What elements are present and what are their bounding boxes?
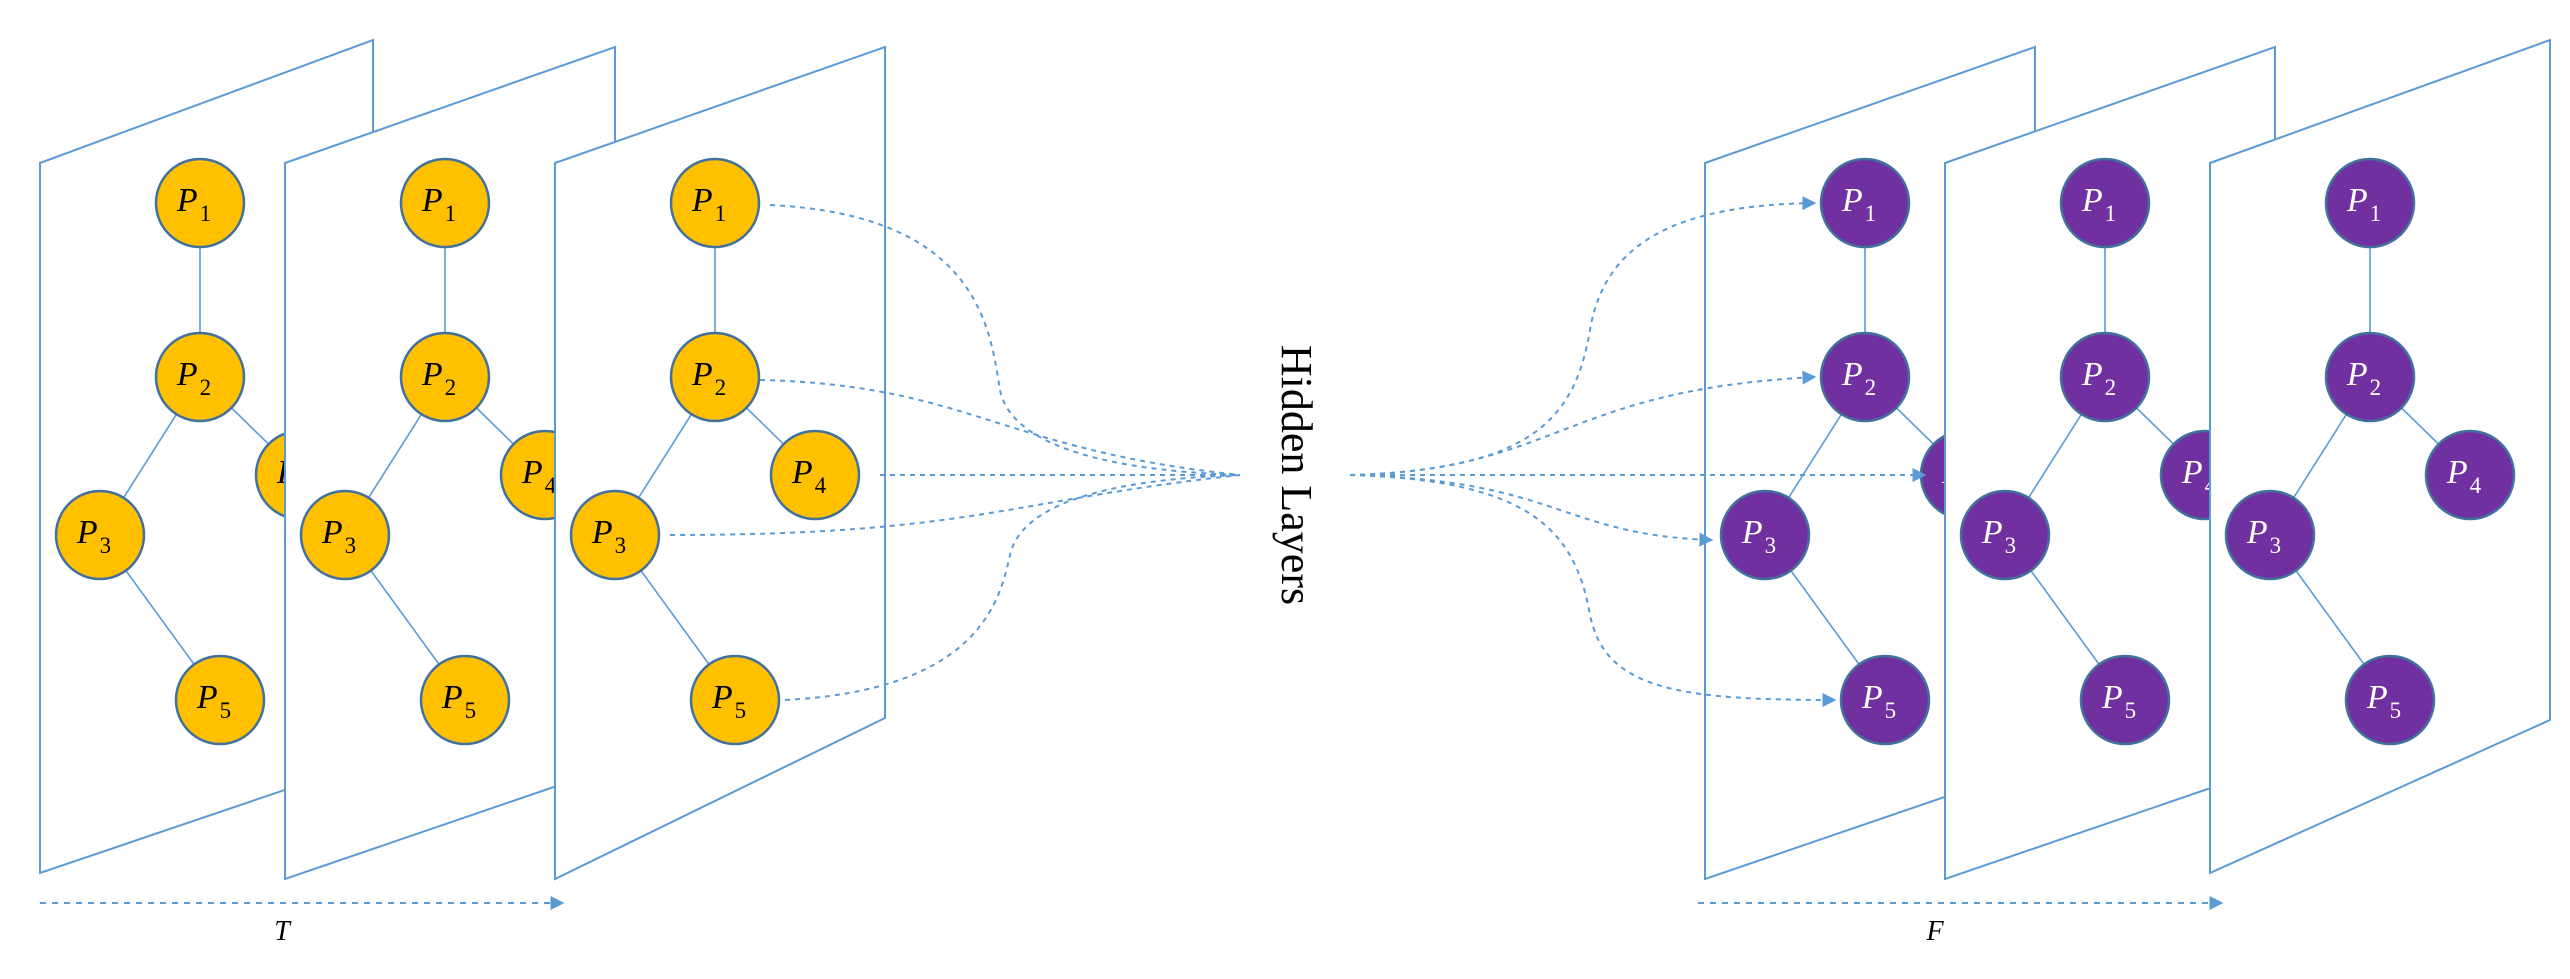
node-circle <box>399 331 491 423</box>
node-label: P5 <box>2366 679 2401 723</box>
graph-planes: P1P2P3P4P5P1P2P3P4P5P1P2P3P4P5P1P2P3P4P5… <box>39 38 2551 881</box>
node-p5: P5 <box>174 654 266 746</box>
input-axis-label: T <box>274 916 292 947</box>
node-circle <box>769 429 861 521</box>
node-label: P2 <box>1841 356 1876 400</box>
node-circle <box>1819 157 1911 249</box>
node-label: P1 <box>2346 182 2381 226</box>
node-label: P5 <box>441 679 476 723</box>
node-p2: P2 <box>399 331 491 423</box>
node-circle <box>2059 157 2151 249</box>
node-circle <box>2079 654 2171 746</box>
node-circle <box>2324 157 2416 249</box>
node-label: P2 <box>176 356 211 400</box>
flow-out-p3 <box>1349 474 1714 547</box>
flow-in-p5 <box>784 474 1241 701</box>
node-circle <box>2324 331 2416 423</box>
node-circle <box>299 489 391 581</box>
node-p5: P5 <box>2344 654 2436 746</box>
node-label: P1 <box>691 182 726 226</box>
node-p4: P4 <box>769 429 861 521</box>
node-circle <box>569 489 661 581</box>
node-p5: P5 <box>1839 654 1931 746</box>
node-circle <box>669 331 761 423</box>
node-label: P1 <box>1841 182 1876 226</box>
plane-frame <box>2209 38 2551 875</box>
node-label: P5 <box>2101 679 2136 723</box>
node-p5: P5 <box>2079 654 2171 746</box>
node-circle <box>419 654 511 746</box>
output-axis-label: F <box>1925 916 1944 947</box>
node-label: P3 <box>591 514 626 558</box>
flow-out-p2 <box>1349 370 1817 476</box>
node-p1: P1 <box>399 157 491 249</box>
node-circle <box>54 489 146 581</box>
node-label: P1 <box>176 182 211 226</box>
node-p1: P1 <box>2324 157 2416 249</box>
node-p5: P5 <box>689 654 781 746</box>
node-circle <box>2424 429 2516 521</box>
node-circle <box>669 157 761 249</box>
node-label: P2 <box>691 356 726 400</box>
flow-in-p3 <box>669 474 1241 536</box>
node-p1: P1 <box>154 157 246 249</box>
node-circle <box>399 157 491 249</box>
node-p3: P3 <box>1959 489 2051 581</box>
node-circle <box>1719 489 1811 581</box>
node-label: P4 <box>791 454 827 498</box>
node-label: P3 <box>321 514 356 558</box>
node-circle <box>154 331 246 423</box>
node-label: P4 <box>521 454 557 498</box>
node-p2: P2 <box>154 331 246 423</box>
plane-frame <box>554 45 886 881</box>
node-p1: P1 <box>1819 157 1911 249</box>
flow-in-p2 <box>759 379 1241 476</box>
node-circle <box>174 654 266 746</box>
flow-in-p1 <box>769 204 1241 476</box>
flow-connectors <box>669 196 1927 707</box>
node-label: P4 <box>2446 454 2482 498</box>
flow-out-p5 <box>1349 474 1837 707</box>
node-circle <box>2059 331 2151 423</box>
node-p1: P1 <box>2059 157 2151 249</box>
node-label: P3 <box>1741 514 1776 558</box>
node-label: P2 <box>2346 356 2381 400</box>
node-p2: P2 <box>1819 331 1911 423</box>
node-label: P5 <box>711 679 746 723</box>
node-label: P3 <box>2246 514 2281 558</box>
node-circle <box>2224 489 2316 581</box>
hidden-layers-label: Hidden Layers <box>1272 345 1321 605</box>
node-label: P5 <box>196 679 231 723</box>
node-p3: P3 <box>1719 489 1811 581</box>
node-p3: P3 <box>299 489 391 581</box>
node-circle <box>2344 654 2436 746</box>
node-p5: P5 <box>419 654 511 746</box>
node-p4: P4 <box>2424 429 2516 521</box>
node-p3: P3 <box>2224 489 2316 581</box>
node-p1: P1 <box>669 157 761 249</box>
node-label: P3 <box>76 514 111 558</box>
node-p2: P2 <box>2059 331 2151 423</box>
node-circle <box>1819 331 1911 423</box>
node-p3: P3 <box>569 489 661 581</box>
node-label: P3 <box>1981 514 2016 558</box>
node-circle <box>1959 489 2051 581</box>
node-label: P1 <box>2081 182 2116 226</box>
node-label: P1 <box>421 182 456 226</box>
node-circle <box>689 654 781 746</box>
node-p3: P3 <box>54 489 146 581</box>
node-label: P2 <box>2081 356 2116 400</box>
node-p2: P2 <box>2324 331 2416 423</box>
node-circle <box>154 157 246 249</box>
node-label: P5 <box>1861 679 1896 723</box>
node-label: P2 <box>421 356 456 400</box>
node-p2: P2 <box>669 331 761 423</box>
node-circle <box>1839 654 1931 746</box>
